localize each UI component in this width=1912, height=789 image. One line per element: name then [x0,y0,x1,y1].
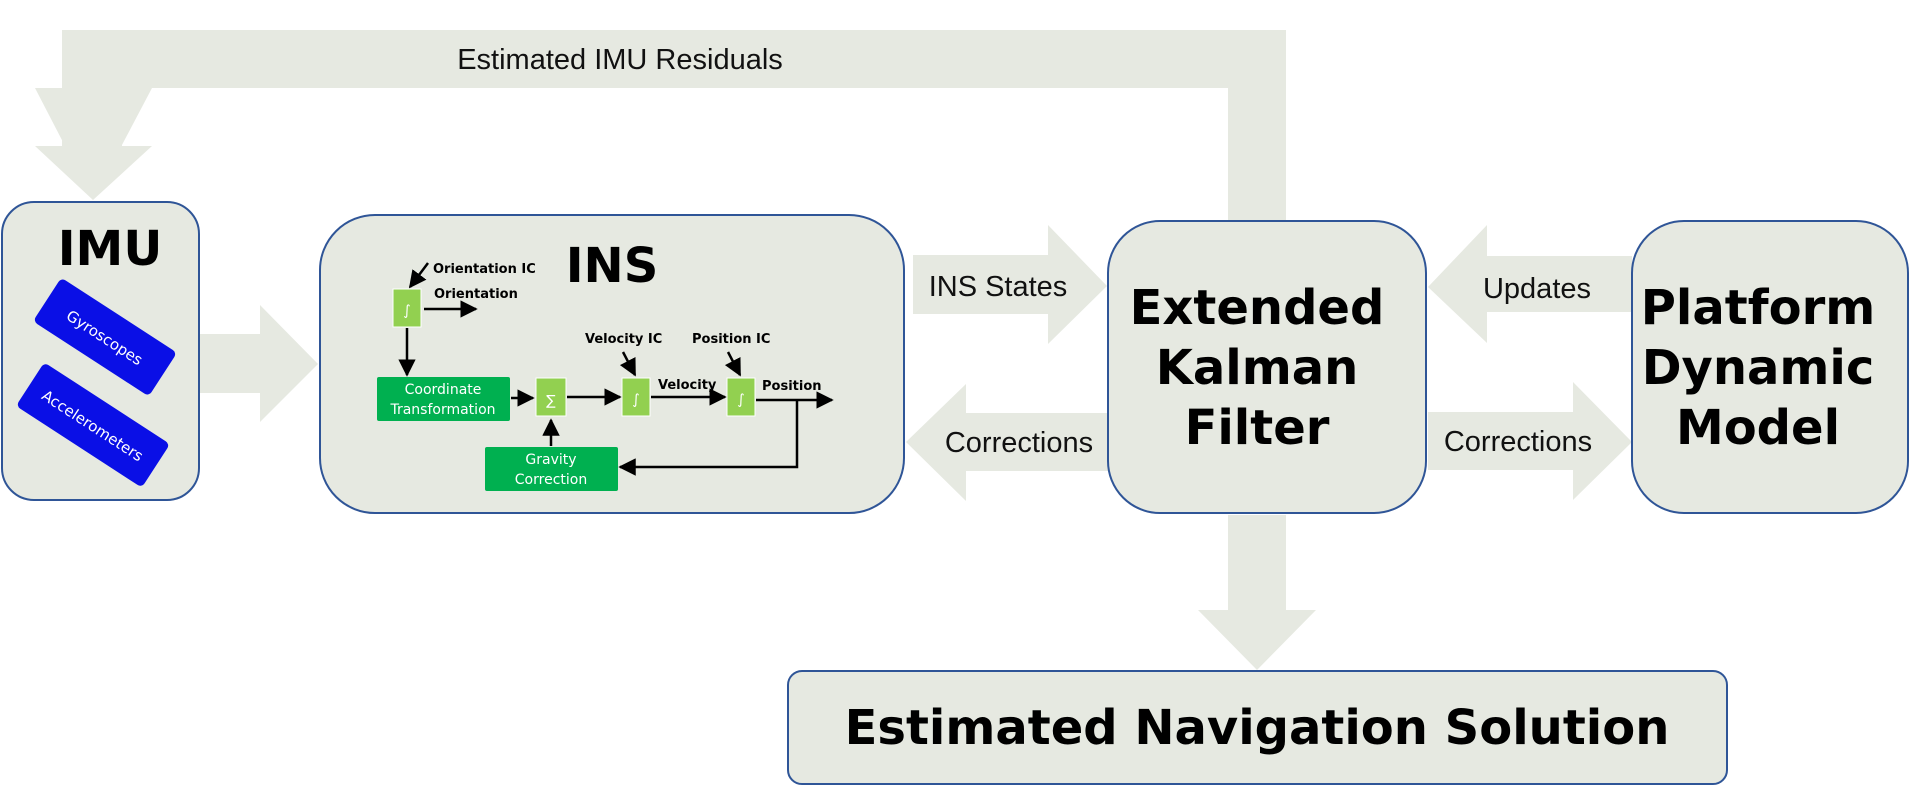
corrections-left-arrow [906,384,1108,501]
summation-block [535,377,567,417]
platform-box [1631,220,1909,514]
imu-title: IMU [58,221,163,277]
coordinate-transformation-block [377,377,510,421]
ins-title: INS [566,238,659,294]
ins-states-arrow [913,225,1107,344]
ins-box [319,214,905,514]
imu-to-ins-arrow [200,305,318,422]
velocity-label: Velocity [658,378,717,393]
corrections-left-label: Corrections [945,427,1093,459]
orientation-integral-symbol: ∫ [403,303,410,319]
corrections-right-arrow [1428,382,1632,500]
solution-label: Estimated Navigation Solution [845,700,1670,756]
residuals-feedback-head [35,146,152,200]
gravity-line2: Correction [515,472,587,488]
ekf-line3: Filter [1185,400,1330,456]
residuals-feedback-stem-right [1228,30,1286,220]
position-ic-arrow [724,351,742,377]
gravity-line1: Gravity [525,452,576,468]
residuals-feedback-band [62,30,1286,88]
orientation-label: Orientation [434,287,518,302]
velocity-ic-label: Velocity IC [585,332,662,347]
position-label: Position [762,379,822,394]
gravity-correction-block [485,447,618,491]
coordinate-line1: Coordinate [405,382,482,398]
gravity-feedback-line [618,400,799,476]
velocity-ic-arrow [619,351,637,377]
platform-line3: Model [1676,400,1840,456]
platform-line1: Platform [1641,280,1876,336]
position-integrator [726,377,756,417]
orientation-integrator [392,288,422,328]
orientation-ic-label: Orientation IC [433,262,536,277]
coordinate-line2: Transformation [389,402,495,418]
solution-box [787,670,1728,785]
platform-line2: Dynamic [1642,340,1875,396]
ekf-line1: Extended [1130,280,1385,336]
velocity-integral-symbol: ∫ [632,392,639,408]
ekf-box [1107,220,1427,514]
position-integral-symbol: ∫ [737,392,744,408]
residuals-label: Estimated IMU Residuals [457,44,783,76]
position-ic-label: Position IC [692,332,770,347]
residuals-feedback-stem-left [62,30,122,148]
ins-states-label: INS States [929,271,1068,303]
sum-symbol: ∑ [546,393,556,409]
ekf-line2: Kalman [1156,340,1359,396]
ekf-to-solution-arrow [1198,515,1316,670]
corrections-right-label: Corrections [1444,426,1592,458]
updates-label: Updates [1483,273,1591,305]
updates-arrow [1428,225,1632,343]
orientation-ic-arrow [408,262,429,289]
velocity-integrator [621,377,651,417]
